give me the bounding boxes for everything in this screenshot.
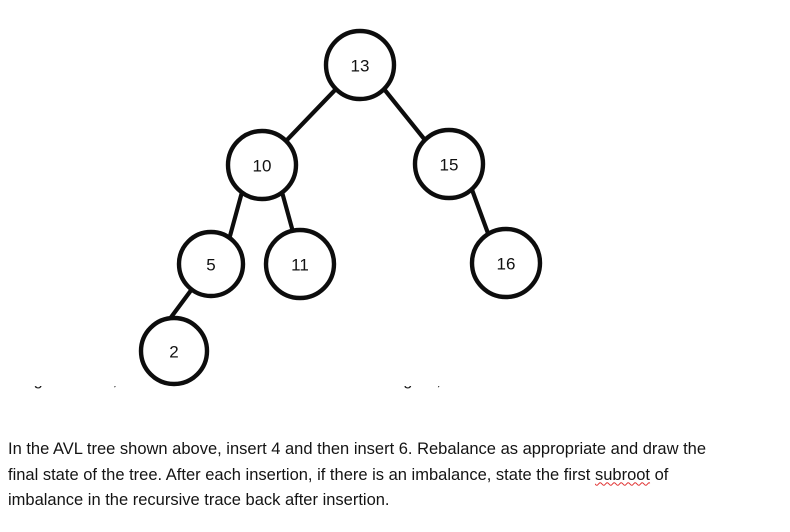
node-label-5: 5 (206, 256, 215, 275)
node-circle-2 (138, 315, 210, 387)
tree-node-2: 2 (138, 315, 210, 387)
tree-node-10: 10 (225, 128, 299, 202)
avl-tree-svg: 13 10 15 5 11 16 (138, 28, 543, 387)
node-circle-10 (225, 128, 299, 202)
node-label-10: 10 (253, 157, 272, 176)
edge-15-16 (468, 184, 492, 239)
clipped-text-row: in figure 1 of 2; consider final structu… (0, 386, 790, 400)
edge-5-2 (166, 286, 195, 323)
tree-node-15: 15 (412, 127, 486, 201)
edge-10-11 (279, 189, 296, 235)
tree-node-16: 16 (469, 226, 543, 300)
node-circle-16 (469, 226, 543, 300)
tree-nodes: 13 10 15 5 11 16 (138, 28, 543, 387)
edge-13-15 (381, 86, 428, 143)
node-label-16: 16 (497, 255, 516, 274)
tree-node-5: 5 (176, 229, 246, 299)
question-line-2: final state of the tree. After each inse… (8, 463, 768, 489)
node-label-2: 2 (169, 343, 178, 362)
node-label-13: 13 (351, 57, 370, 76)
question-line-3: imbalance in the recursive trace back af… (8, 491, 390, 509)
tree-node-13: 13 (323, 28, 397, 102)
edge-10-5 (227, 189, 245, 239)
tree-node-11: 11 (263, 227, 337, 301)
clipped-text: in figure 1 of 2; consider final structu… (8, 386, 788, 393)
tree-edges (166, 86, 492, 323)
avl-tree-figure: 13 10 15 5 11 16 (138, 28, 543, 387)
node-circle-5 (176, 229, 246, 299)
misspelled-word-subroot: subroot (594, 465, 651, 484)
node-circle-11 (263, 227, 337, 301)
question-line-1: In the AVL tree shown above, insert 4 an… (8, 440, 707, 458)
question-line-2-part-b: of (650, 465, 669, 484)
question-paragraph: In the AVL tree shown above, insert 4 an… (8, 437, 768, 514)
question-line-2-part-a: final state of the tree. After each inse… (8, 465, 595, 484)
node-label-11: 11 (291, 256, 309, 275)
node-circle-13 (323, 28, 397, 102)
edge-13-10 (283, 86, 339, 144)
node-circle-15 (412, 127, 486, 201)
node-label-15: 15 (440, 156, 459, 175)
